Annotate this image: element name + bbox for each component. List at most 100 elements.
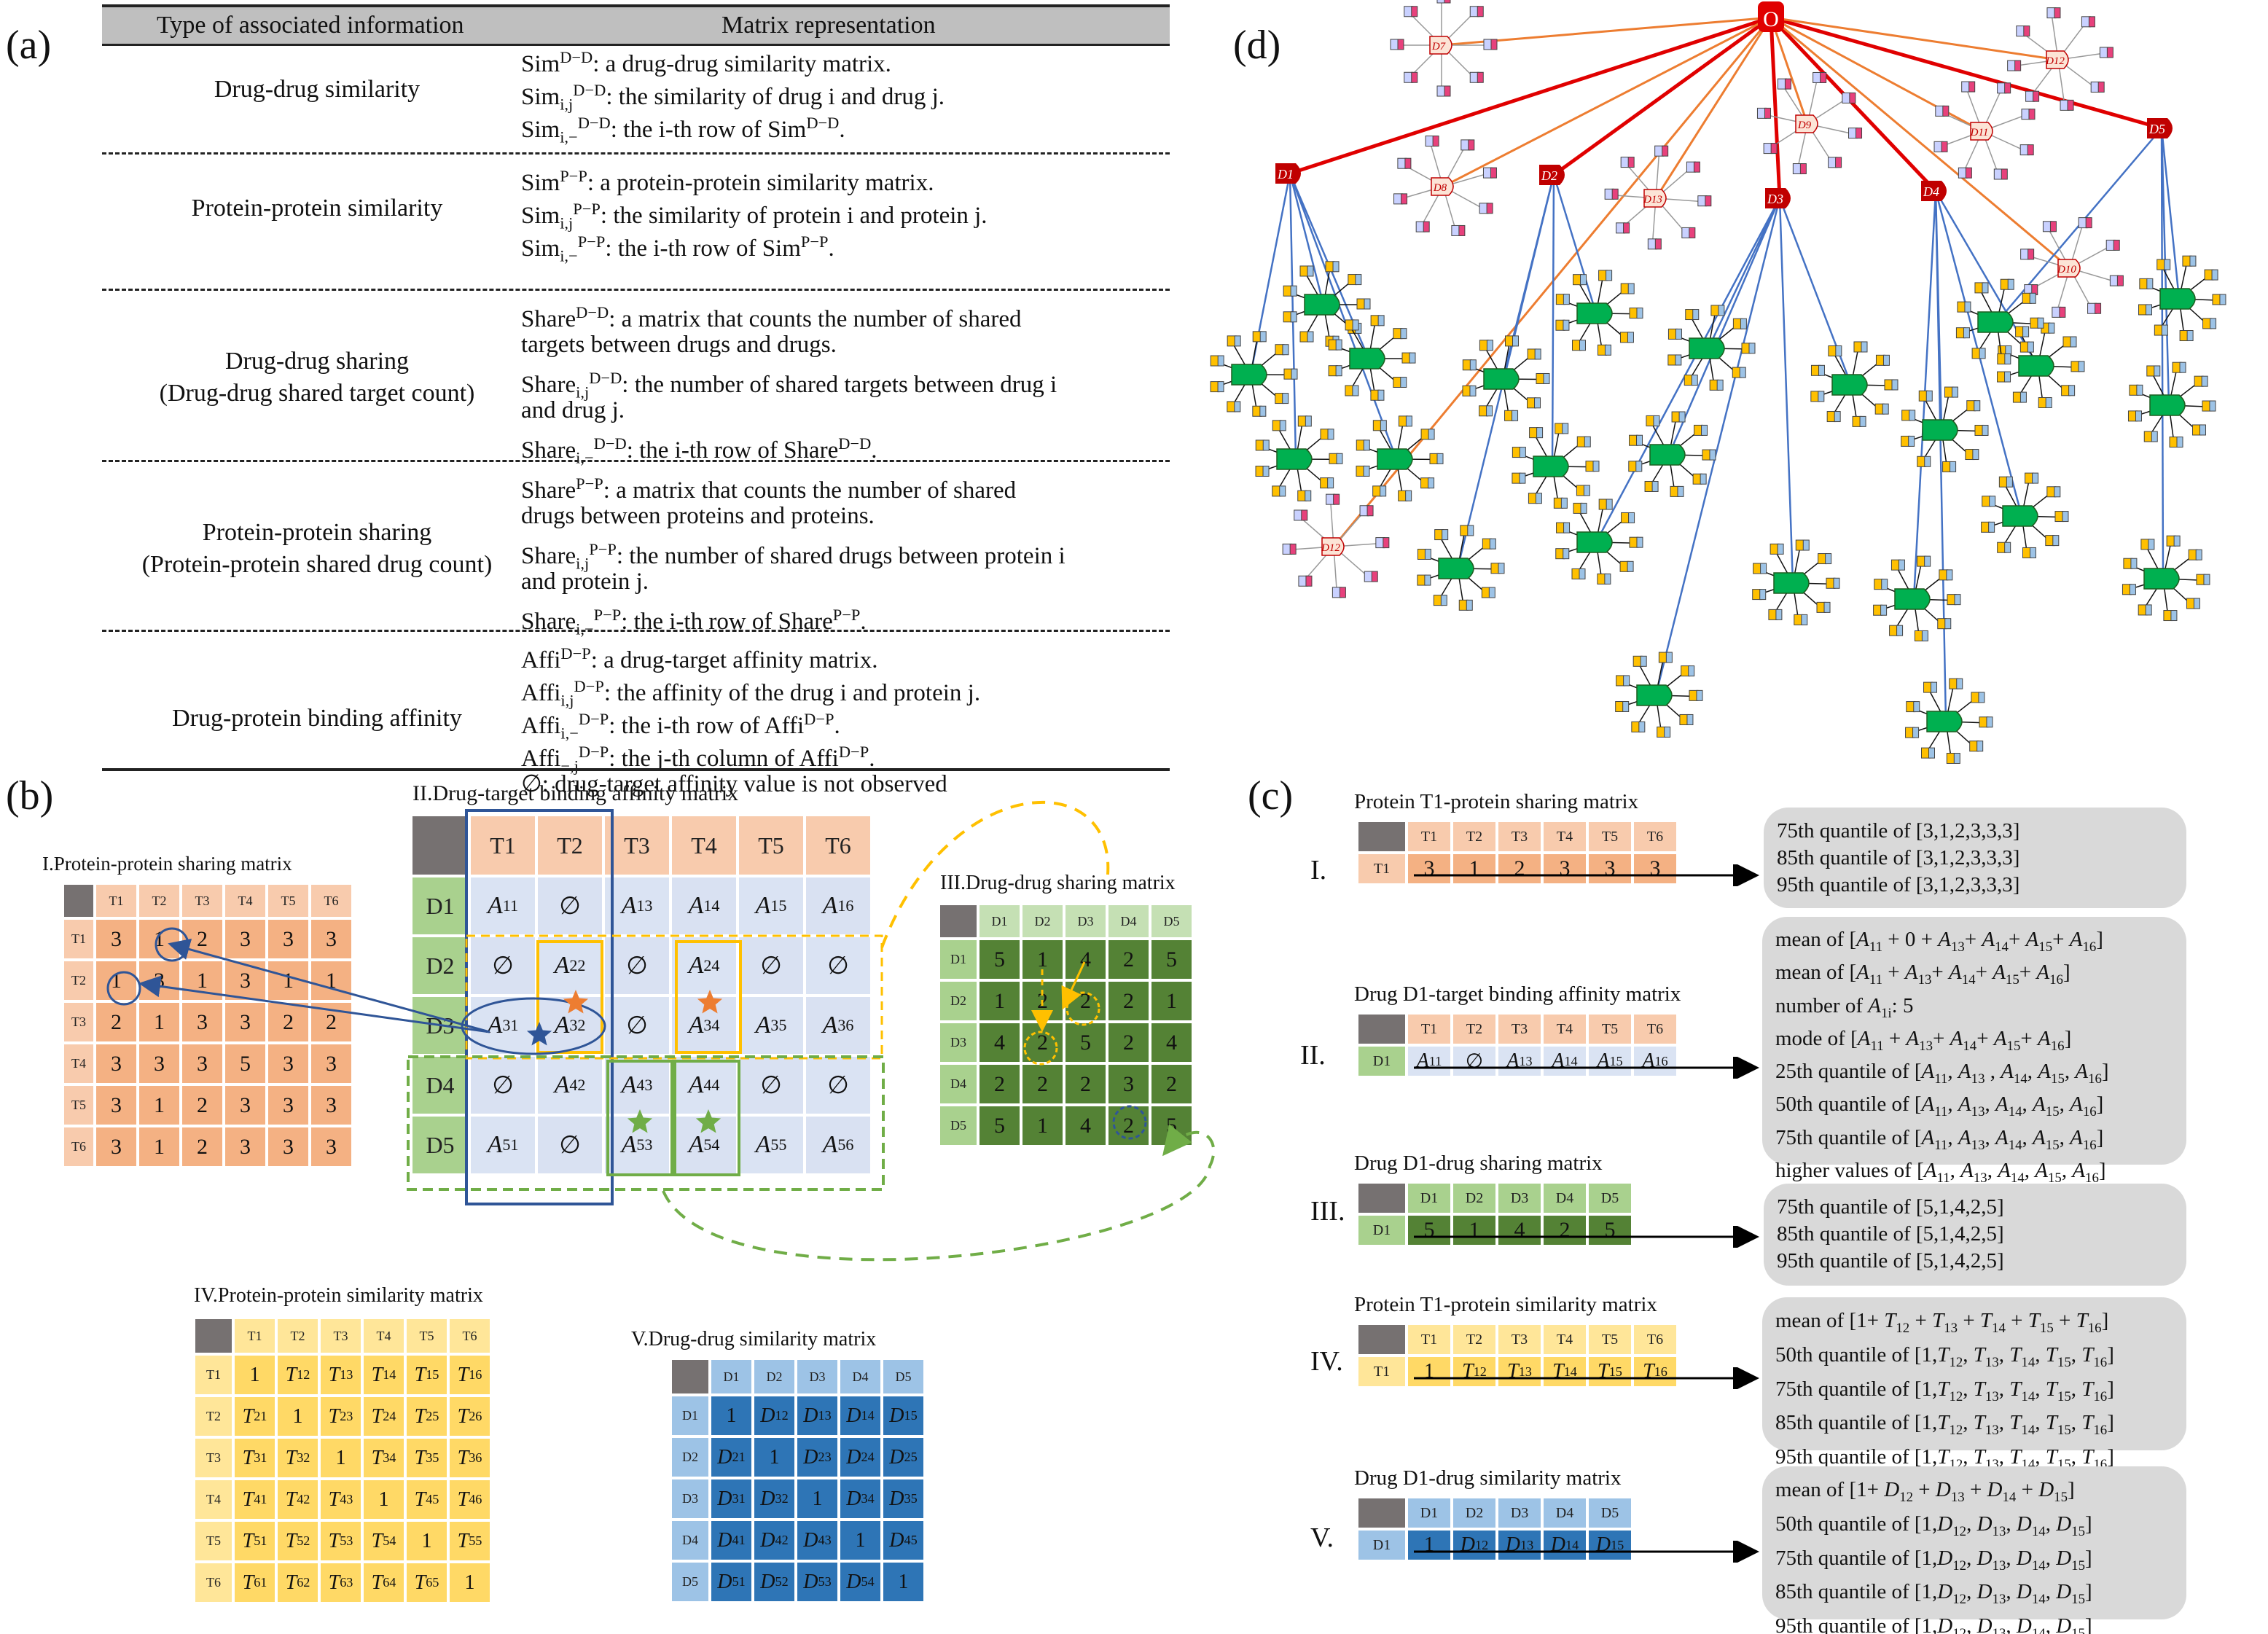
feature-line: 85th quantile of [3,1,2,3,3,3] [1777, 846, 2020, 869]
column-header: T3 [603, 815, 670, 876]
row-description-line: Sharei,jD−D: the number of shared target… [521, 369, 1057, 402]
feature-line: higher values of [A11, A13, A14, A15, A1… [1775, 1159, 2106, 1186]
protein-node [1831, 374, 1868, 396]
row-description-line: Affi−,jD−P: the j-th column of AffiD−P. [521, 743, 875, 775]
matrix-cell: 1 [233, 1354, 276, 1396]
column-header: T5 [738, 815, 805, 876]
matrix-cell: ∅ [469, 1055, 536, 1115]
matrix-cell: 1 [1407, 1529, 1452, 1561]
feature-line: 85th quantile of [5,1,4,2,5] [1777, 1222, 2004, 1246]
secondary-drug-label: D9 [1797, 120, 1812, 131]
protein-node [1377, 448, 1413, 470]
matrix-cell: 1 [796, 1478, 839, 1520]
column-header: T2 [1452, 821, 1497, 853]
secondary-drug-node [1970, 122, 1993, 141]
feature-line: 95th quantile of [3,1,2,3,3,3] [1777, 873, 2020, 896]
column-header: T5 [1587, 821, 1632, 853]
protein-node [1231, 364, 1267, 386]
column-header: D2 [1452, 1182, 1497, 1214]
matrix-cell: 3 [95, 1043, 138, 1084]
feature-line: 25th quantile of [A11, A13 , A14, A15, A… [1775, 1060, 2109, 1087]
matrix-cell: 2 [181, 1126, 224, 1168]
row-description-line: Sharei,jP−P: the number of shared drugs … [521, 540, 1065, 573]
row-header: T6 [194, 1562, 233, 1603]
matrix-cell: 1 [710, 1395, 753, 1436]
row-header: T5 [63, 1084, 95, 1126]
panel-label-b: (b) [6, 773, 54, 818]
drug-node [1275, 163, 1301, 184]
panel-label-a: (a) [6, 23, 52, 68]
row-header: D3 [939, 1022, 978, 1063]
row-header: D4 [411, 1055, 469, 1115]
row-description-line: ShareP−P: a matrix that counts the numbe… [521, 474, 1017, 504]
matrix-cell: ∅ [536, 876, 603, 936]
matrix-cell: 2 [1107, 939, 1150, 980]
column-header: T6 [448, 1318, 491, 1354]
protein-node [1926, 711, 1963, 732]
protein-node [1773, 572, 1810, 594]
row-description-line: and protein j. [521, 568, 649, 595]
secondary-drug-label: D11 [1970, 127, 1989, 138]
secondary-drug-label: D12 [1321, 542, 1340, 554]
feature-line: 85th quantile of [1,D12, D13, D14, D15] [1775, 1580, 2092, 1608]
column-header: T3 [181, 883, 224, 918]
header-matrix: Matrix representation [722, 12, 936, 39]
protein-node [1977, 311, 2014, 333]
column-header: D1 [710, 1359, 753, 1395]
matrix-cell: 3 [310, 1043, 353, 1084]
column-header: T6 [310, 883, 353, 918]
matrix-cell: 2 [1107, 980, 1150, 1022]
matrix-cell: 3 [224, 1001, 267, 1043]
protein-node [1576, 531, 1613, 553]
column-header: T2 [1452, 1324, 1497, 1356]
column-highlight-box [465, 809, 614, 1205]
root-node-label: O [1763, 7, 1779, 31]
matrix-title: Protein T1-protein sharing matrix [1354, 790, 1639, 813]
feature-line: 85th quantile of [1,T12, T13, T14, T15, … [1775, 1411, 2114, 1439]
secondary-drug-node [2057, 259, 2081, 278]
secondary-drug-node [1321, 537, 1345, 556]
row-header: D1 [939, 939, 978, 980]
row-description-line: AffiD−P: a drug-target affinity matrix. [521, 644, 878, 673]
table-header: Type of associated information Matrix re… [102, 4, 1170, 46]
feature-line: 50th quantile of [1,T12, T13, T14, T15, … [1775, 1342, 2114, 1370]
column-header: D4 [1107, 904, 1150, 939]
column-header: D1 [978, 904, 1021, 939]
matrix-cell: 3 [138, 1043, 181, 1084]
column-header: D4 [1542, 1497, 1587, 1529]
column-header: T6 [805, 815, 872, 876]
feature-line: mean of [1+ T12 + T13 + T14 + T15 + T16] [1775, 1309, 2109, 1336]
row-roman-label: I. [1310, 855, 1327, 886]
matrix-cell: 5 [224, 1043, 267, 1084]
column-header: T2 [138, 883, 181, 918]
matrix-cell: 3 [95, 918, 138, 960]
column-header: D5 [1587, 1182, 1632, 1214]
row-type-label: (Drug-drug shared target count) [159, 379, 475, 407]
matrix-cell: ∅ [738, 1055, 805, 1115]
column-header: T4 [1542, 1013, 1587, 1045]
feature-bubble: 75th quantile of [5,1,4,2,5]85th quantil… [1764, 1184, 2186, 1286]
matrix-title: Drug D1-target binding affinity matrix [1354, 982, 1681, 1006]
matrix-cell: 1 [839, 1520, 882, 1561]
column-header: D5 [1587, 1497, 1632, 1529]
feature-line: 50th quantile of [A11, A13, A14, A15, A1… [1775, 1092, 2104, 1120]
matrix-corner [411, 815, 469, 876]
